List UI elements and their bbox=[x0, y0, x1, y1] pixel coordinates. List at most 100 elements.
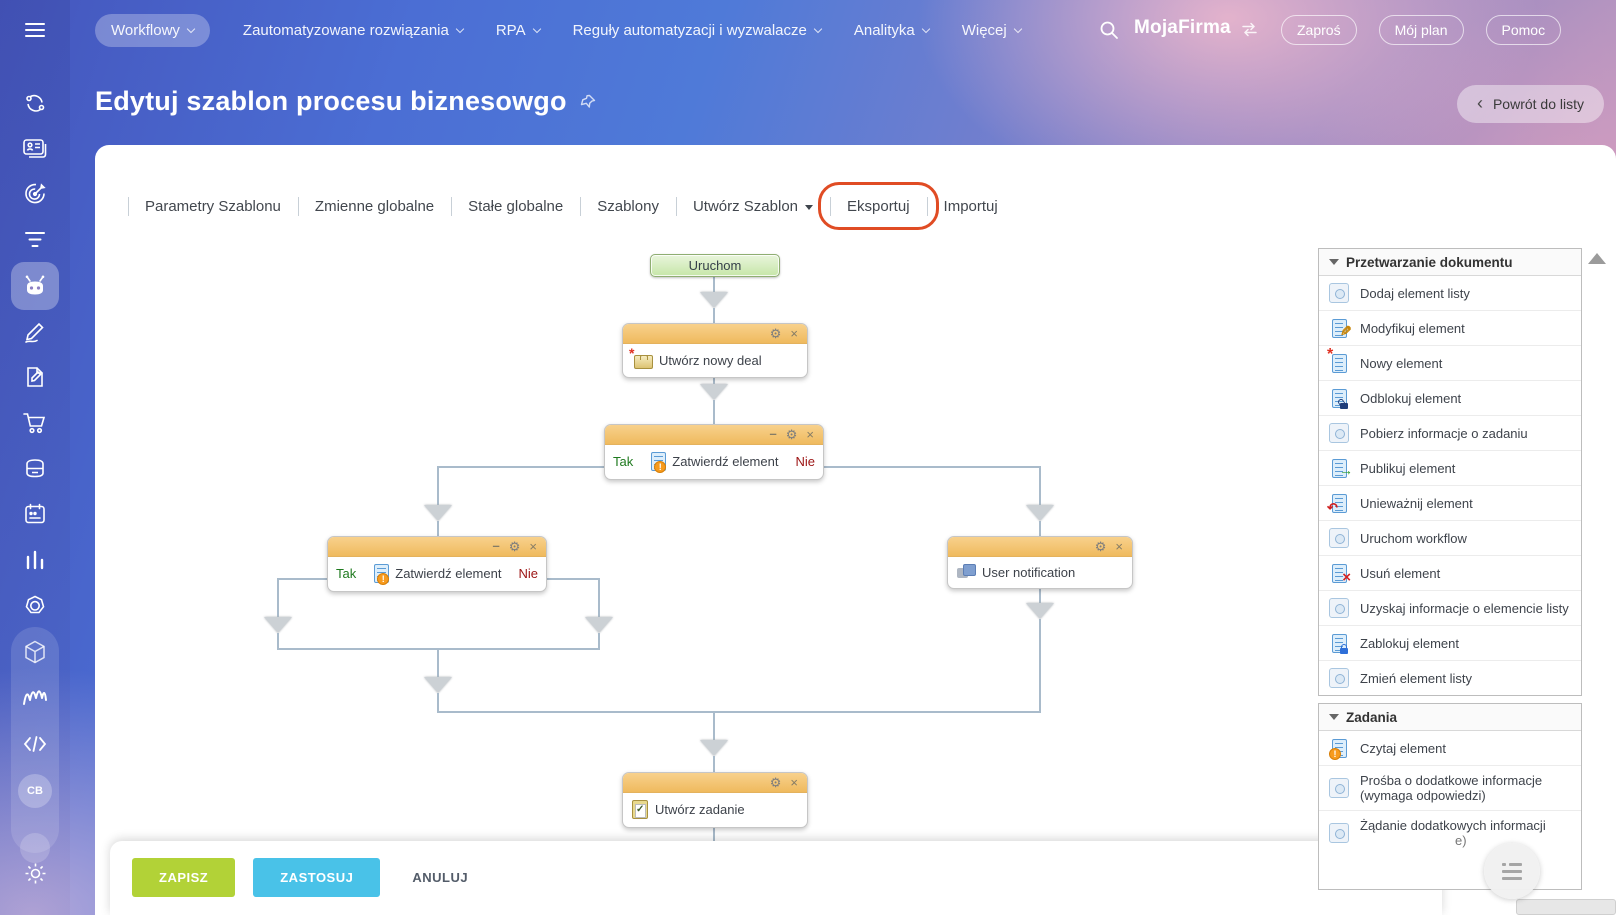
nav-wiecej[interactable]: Więcej bbox=[962, 22, 1022, 39]
flow-block-approve-1[interactable]: – ⚙ × Tak ! Zatwierdź element Nie bbox=[604, 424, 824, 480]
close-icon[interactable]: × bbox=[790, 326, 798, 341]
collapse-caret-icon bbox=[1329, 714, 1339, 720]
approve-doc-icon: ! bbox=[373, 564, 390, 585]
gear-icon[interactable]: ⚙ bbox=[785, 427, 798, 442]
palette-item-uruchom-workflow[interactable]: Uruchom workflow bbox=[1319, 521, 1581, 556]
gear-icon[interactable]: ⚙ bbox=[769, 775, 782, 790]
waves-icon[interactable] bbox=[0, 681, 70, 715]
nav-analityka[interactable]: Analityka bbox=[854, 22, 930, 39]
footer-action-bar: ZAPISZ ZASTOSUJ ANULUJ bbox=[110, 841, 1442, 915]
palette-item-publikuj-element[interactable]: → Publikuj element bbox=[1319, 451, 1581, 486]
robot-icon[interactable] bbox=[0, 269, 70, 303]
palette-section-header[interactable]: Zadania bbox=[1319, 704, 1581, 731]
palette-item-zablokuj-element[interactable]: Zablokuj element bbox=[1319, 626, 1581, 661]
arrow-down bbox=[1026, 505, 1054, 521]
palette-item-prosba-o-dodatkowe-informacje[interactable]: Prośba o dodatkowe informacje (wymaga od… bbox=[1319, 766, 1581, 811]
approve-doc-icon: ! bbox=[650, 452, 667, 473]
nav-zautomatyzowane-rozwiazania[interactable]: Zautomatyzowane rozwiązania bbox=[243, 22, 465, 39]
cube-icon[interactable] bbox=[0, 635, 70, 669]
calendar-icon[interactable] bbox=[0, 497, 70, 531]
partial-element bbox=[1516, 899, 1616, 915]
chevron-down-icon bbox=[921, 24, 930, 33]
nav-workflowy[interactable]: Workflowy bbox=[95, 13, 210, 47]
scroll-up-arrow[interactable] bbox=[1588, 253, 1606, 264]
top-navigation: Workflowy Zautomatyzowane rozwiązania RP… bbox=[95, 0, 1022, 60]
tab-zmienne-globalne[interactable]: Zmienne globalne bbox=[297, 188, 451, 224]
pen-icon[interactable] bbox=[0, 315, 70, 349]
flow-start-node[interactable]: Uruchom bbox=[650, 254, 780, 277]
invite-button[interactable]: Zaproś bbox=[1281, 15, 1357, 45]
block-title: Utwórz nowy deal bbox=[659, 352, 762, 368]
apply-button[interactable]: ZASTOSUJ bbox=[253, 858, 381, 897]
code-icon[interactable] bbox=[0, 727, 70, 761]
chevron-down-icon bbox=[532, 24, 541, 33]
palette-item-zadanie-dodatkowych-informacji[interactable]: Żądanie dodatkowych informacji e) bbox=[1319, 811, 1581, 855]
doc-unlock-icon bbox=[1329, 388, 1349, 409]
close-icon[interactable]: × bbox=[790, 775, 798, 790]
flow-block-user-notification[interactable]: ⚙ × User notification bbox=[947, 536, 1133, 589]
nav-reguly-automatyzacji[interactable]: Reguły automatyzacji i wyzwalacze bbox=[573, 22, 823, 39]
cancel-button[interactable]: ANULUJ bbox=[398, 858, 482, 897]
palette-item-uniewaznij-element[interactable]: ↶ Unieważnij element bbox=[1319, 486, 1581, 521]
search-icon[interactable] bbox=[1098, 19, 1120, 41]
contact-card-icon[interactable] bbox=[0, 131, 70, 165]
my-plan-button[interactable]: Mój plan bbox=[1378, 15, 1464, 45]
palette-item-nowy-element[interactable]: * Nowy element bbox=[1319, 346, 1581, 381]
flow-block-create-deal[interactable]: ⚙ × * Utwórz nowy deal bbox=[622, 323, 808, 378]
palette-item-zmien-element-listy[interactable]: Zmień element listy bbox=[1319, 661, 1581, 695]
close-icon[interactable]: × bbox=[529, 539, 537, 554]
connector bbox=[713, 711, 715, 740]
palette-item-odblokuj-element[interactable]: Odblokuj element bbox=[1319, 381, 1581, 416]
structure-list-fab[interactable] bbox=[1484, 843, 1540, 899]
company-name[interactable]: MojaFirma bbox=[1134, 17, 1231, 38]
hexagon-icon[interactable] bbox=[0, 589, 70, 623]
switch-portal-icon[interactable] bbox=[1241, 22, 1258, 37]
save-button[interactable]: ZAPISZ bbox=[132, 858, 236, 897]
network-icon[interactable] bbox=[0, 86, 70, 120]
gear-icon[interactable]: ⚙ bbox=[508, 539, 521, 554]
tab-szablony[interactable]: Szablony bbox=[580, 188, 676, 224]
arrow-down bbox=[424, 677, 452, 693]
minimize-icon[interactable]: – bbox=[492, 537, 500, 553]
connector bbox=[437, 711, 1041, 713]
minimize-icon[interactable]: – bbox=[769, 425, 777, 441]
tab-eksportuj[interactable]: Eksportuj bbox=[818, 182, 939, 230]
storage-icon[interactable] bbox=[0, 451, 70, 485]
palette-item-pobierz-informacje-o-zadaniu[interactable]: Pobierz informacje o zadaniu bbox=[1319, 416, 1581, 451]
tab-stale-globalne[interactable]: Stałe globalne bbox=[451, 188, 580, 224]
user-avatar[interactable]: CB bbox=[18, 774, 52, 808]
connector bbox=[277, 633, 279, 650]
palette-item-czytaj-element[interactable]: ! Czytaj element bbox=[1319, 731, 1581, 766]
flow-block-create-task[interactable]: ⚙ × Utwórz zadanie bbox=[622, 772, 808, 828]
cart-icon[interactable] bbox=[0, 406, 70, 440]
gear-icon[interactable] bbox=[0, 856, 70, 890]
list-element-icon bbox=[1329, 528, 1349, 548]
palette-item-uzyskaj-informacje[interactable]: Uzyskaj informacje o elemencie listy bbox=[1319, 591, 1581, 626]
palette-item-usun-element[interactable]: × Usuń element bbox=[1319, 556, 1581, 591]
target-icon[interactable] bbox=[0, 177, 70, 211]
tab-importuj[interactable]: Importuj bbox=[926, 188, 1015, 224]
close-icon[interactable]: × bbox=[806, 427, 814, 442]
tab-utworz-szablon[interactable]: Utwórz Szablon bbox=[675, 188, 830, 224]
hamburger-menu-icon[interactable] bbox=[0, 13, 70, 47]
connector bbox=[437, 466, 439, 505]
funnel-icon[interactable] bbox=[0, 223, 70, 257]
pin-icon[interactable] bbox=[579, 93, 597, 111]
document-edit-icon[interactable] bbox=[0, 360, 70, 394]
close-icon[interactable]: × bbox=[1115, 539, 1123, 554]
palette-item-dodaj-element-listy[interactable]: Dodaj element listy bbox=[1319, 276, 1581, 311]
connector bbox=[713, 277, 715, 292]
palette-item-modyfikuj-element[interactable]: ✎ Modyfikuj element bbox=[1319, 311, 1581, 346]
palette-section-header[interactable]: Przetwarzanie dokumentu bbox=[1319, 249, 1581, 276]
task-icon bbox=[632, 800, 648, 819]
flow-block-approve-2[interactable]: – ⚙ × Tak ! Zatwierdź element Nie bbox=[327, 536, 547, 592]
tab-parametry-szablonu[interactable]: Parametry Szablonu bbox=[128, 188, 298, 224]
chart-icon[interactable] bbox=[0, 543, 70, 577]
gear-icon[interactable]: ⚙ bbox=[769, 326, 782, 341]
gear-icon[interactable]: ⚙ bbox=[1094, 539, 1107, 554]
block-header: – ⚙ × bbox=[328, 537, 546, 557]
back-to-list-button[interactable]: ‹ Powrót do listy bbox=[1456, 85, 1604, 123]
nav-rpa[interactable]: RPA bbox=[496, 22, 541, 39]
help-button[interactable]: Pomoc bbox=[1485, 15, 1562, 45]
connector bbox=[437, 466, 604, 468]
